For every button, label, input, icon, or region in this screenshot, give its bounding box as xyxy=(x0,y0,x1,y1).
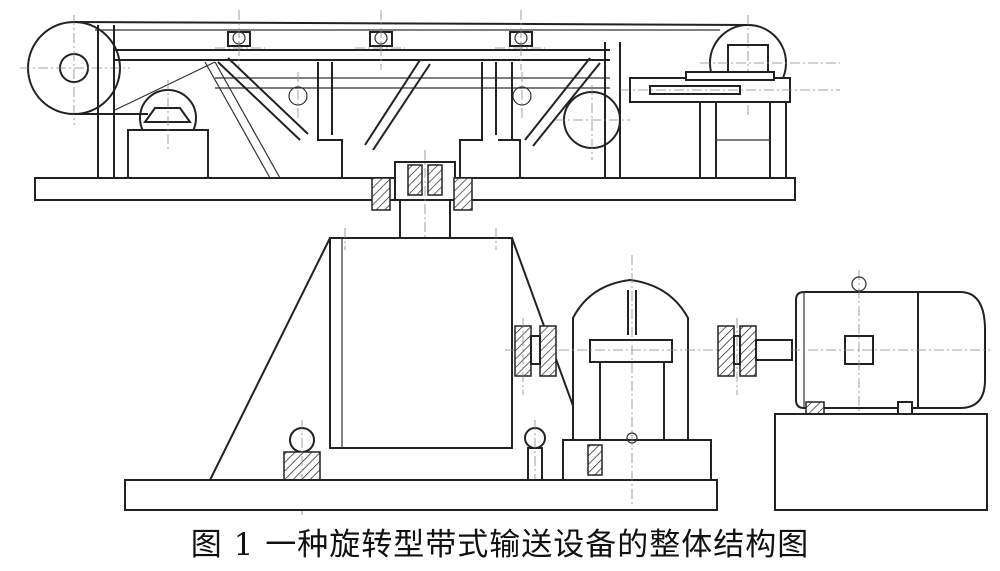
electric-motor xyxy=(774,270,990,511)
output-coupling xyxy=(717,318,793,395)
gear-reducer xyxy=(505,255,790,505)
take-up-tensioner xyxy=(620,71,840,178)
idler-2 xyxy=(355,10,405,70)
frame-posts xyxy=(317,62,521,178)
input-coupling xyxy=(514,318,557,395)
base-pedestal xyxy=(124,228,718,515)
motor-eye-bolt xyxy=(851,276,867,292)
frame-rails xyxy=(97,25,621,178)
motor-base xyxy=(774,413,988,511)
slewing-pivot xyxy=(371,150,473,250)
idler-1 xyxy=(215,10,265,70)
foundation-plate-left xyxy=(124,479,718,511)
idler-small-2 xyxy=(512,72,532,120)
carrying-idlers xyxy=(215,10,545,120)
idler-3 xyxy=(495,10,545,70)
snub-roller-support xyxy=(127,80,209,179)
figure-caption: 图 1 一种旋转型带式输送设备的整体结构图 xyxy=(190,527,810,563)
idler-small-1 xyxy=(288,72,308,120)
diagonal-braces xyxy=(114,57,601,179)
conveyor-belt xyxy=(73,21,749,115)
bend-roller xyxy=(555,85,630,160)
conveyor-structure-drawing xyxy=(20,10,990,515)
